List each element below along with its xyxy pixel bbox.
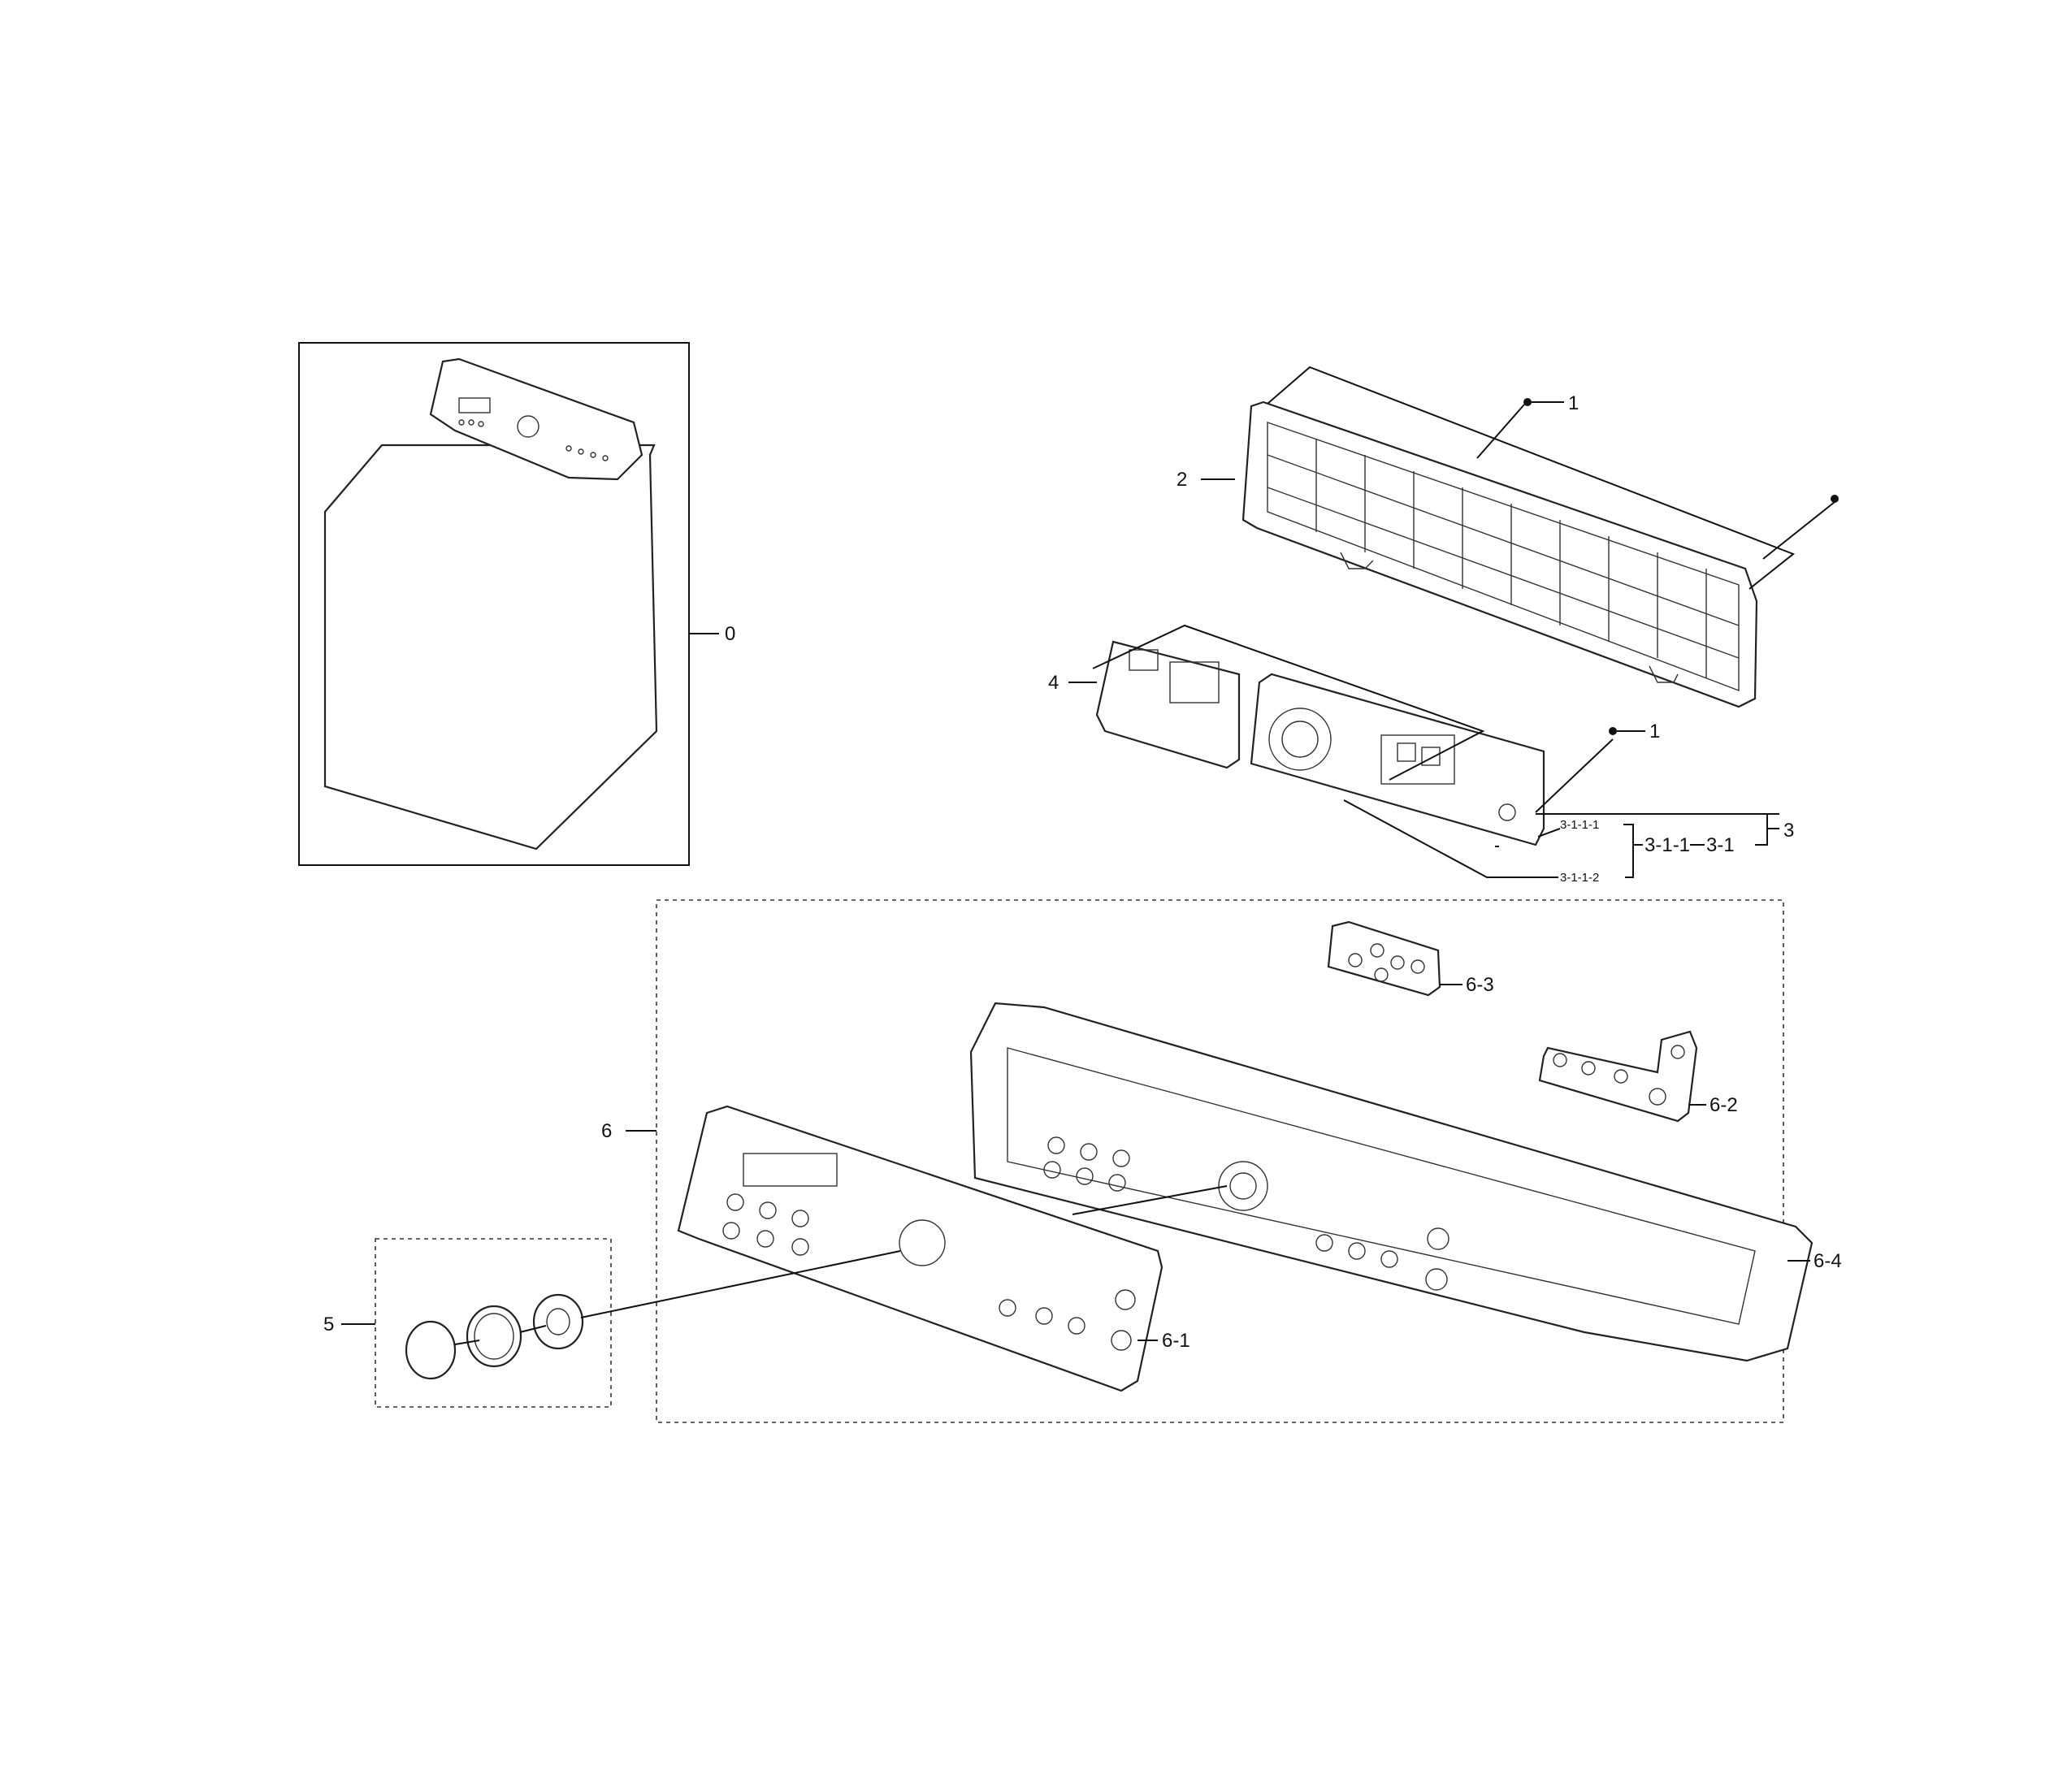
callout-0: 0	[725, 623, 735, 645]
callout-6-4: 6-4	[1814, 1250, 1842, 1272]
callout-2: 2	[1176, 469, 1187, 491]
callout-3-1-1-2: 3-1-1-2	[1560, 871, 1599, 885]
callout-3: 3	[1783, 820, 1794, 842]
callout-3-1-1: 3-1-1	[1644, 834, 1690, 856]
callout-1-screw-top: 1	[1568, 392, 1579, 414]
callout-3-1: 3-1	[1706, 834, 1735, 856]
callout-4: 4	[1048, 672, 1059, 694]
callout-6: 6	[601, 1120, 612, 1142]
control-panel-group	[626, 899, 1814, 1423]
control-pcb	[1068, 624, 1779, 878]
callout-6-3: 6-3	[1466, 974, 1494, 996]
callout-3-1-1-1: 3-1-1-1	[1560, 818, 1599, 832]
frame-panel	[1201, 366, 1839, 708]
callout-5: 5	[323, 1314, 334, 1335]
callout-1-screw-bottom: 1	[1649, 721, 1660, 742]
knob-assembly	[341, 1238, 901, 1408]
washer-overview	[298, 342, 719, 866]
callout-6-1: 6-1	[1162, 1330, 1190, 1352]
callout-6-2: 6-2	[1710, 1094, 1738, 1116]
